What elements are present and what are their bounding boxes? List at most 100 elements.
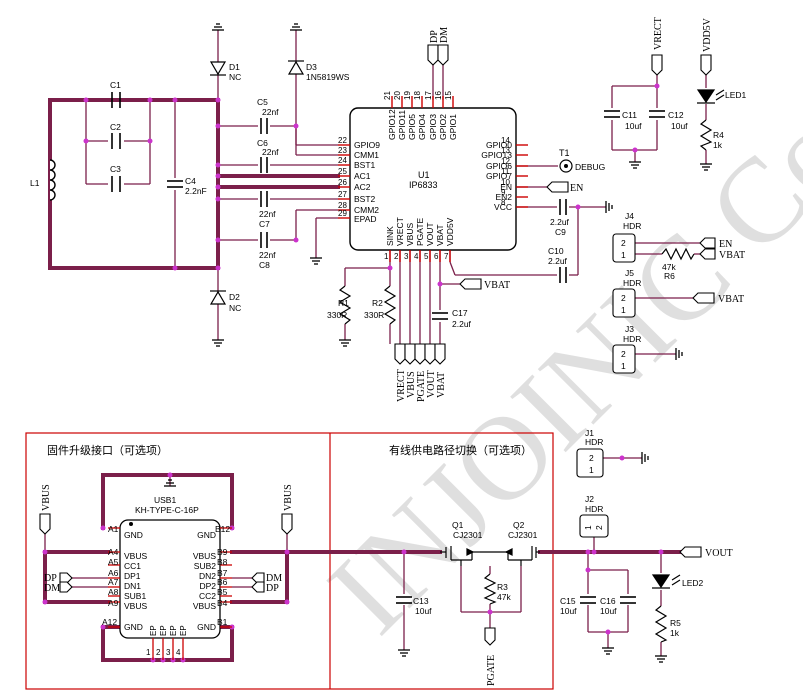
usb1-pin-a1-name: GND: [124, 530, 143, 540]
u1-pinnum-5: 5: [424, 252, 429, 261]
net-label-vout: VOUT: [705, 548, 733, 559]
usb1-pin-b1-name: GND: [197, 622, 216, 632]
label-c10-value: 2.2uf: [548, 256, 568, 266]
usb1-pin1-dot: [129, 522, 133, 526]
component-labels: C1 C2 C3 C4 2.2nF L1 D1 NC D2 NC D3 1N58…: [30, 62, 747, 638]
usb1-pin-a7-name: DN1: [124, 581, 141, 591]
label-q2-part: CJ2301: [508, 530, 538, 540]
label-c6: C6: [257, 138, 268, 148]
usb1-pin-a6-num: A6: [108, 568, 119, 578]
usb1-pin-a1-num: A1: [108, 524, 119, 534]
u1-pinnum-1: 1: [384, 252, 389, 261]
u1-pin-cmm1: CMM1: [354, 150, 379, 160]
label-c12-value: 10uf: [671, 121, 688, 131]
u1-pinnum-23: 23: [338, 146, 347, 155]
label-c9: C9: [555, 227, 566, 237]
u1-pinnum-29: 29: [338, 209, 347, 218]
usb1-pin-b8-num: B8: [217, 557, 228, 567]
u1-pinnum-18: 18: [413, 91, 422, 100]
ground-symbols: [164, 23, 712, 663]
label-led2: LED2: [682, 578, 704, 588]
label-j2-type: HDR: [585, 504, 603, 514]
usb1-pin-b7-name: DN2: [199, 571, 216, 581]
u1-pinnum-26: 26: [338, 178, 347, 187]
junctions: [42, 83, 664, 663]
label-r3-value: 47k: [497, 592, 511, 602]
usb1-pin-a6-name: DP1: [124, 571, 141, 581]
inductor-l1: [49, 159, 56, 201]
u1-pin-gpio13: GPIO13: [481, 150, 512, 160]
u1-pin-gpio11: GPIO11: [397, 110, 407, 140]
u1-left-pin-names: GPIO9 CMM1 BST1 AC1 AC2 BST2 CMM2 EPAD: [354, 140, 380, 224]
j2-pin1: 1: [583, 525, 593, 530]
j2-pin2: 2: [594, 525, 604, 530]
label-c5: C5: [257, 97, 268, 107]
u1-pinnum-6: 6: [434, 252, 439, 261]
u1-pin-cmm2: CMM2: [354, 205, 379, 215]
u1-pin-ac2: AC2: [354, 182, 371, 192]
u1-pin-gpio1: GPIO1: [448, 114, 458, 140]
net-label-en-u1: EN: [570, 183, 583, 194]
usb1-ep2-name: EP: [159, 625, 168, 636]
usb1-pin-a5-num: A5: [108, 557, 119, 567]
net-label-vbus-left: VBUS: [41, 484, 52, 511]
u1-pinnum-13: 13: [501, 146, 510, 155]
label-c7: C7: [259, 219, 270, 229]
label-r6-value: 47k: [662, 262, 676, 272]
u1-pinnum-25: 25: [338, 167, 347, 176]
label-c9-value: 2.2uf: [550, 217, 570, 227]
label-r2: R2: [372, 298, 383, 308]
label-led1: LED1: [725, 90, 747, 100]
capacitor-symbols: [111, 92, 665, 604]
label-j2: J2: [585, 494, 594, 504]
net-label-vbat-j4: VBAT: [719, 250, 745, 261]
u1-ref: U1: [418, 170, 430, 180]
u1-pin-vbus: VBUS: [405, 223, 415, 246]
u1-pin-vbat: VBAT: [435, 224, 445, 246]
usb1-pin-b8-name: SUB2: [194, 561, 216, 571]
usb1-pin-stubs: [108, 527, 232, 660]
label-j3: J3: [625, 324, 634, 334]
u1-pinnum-10: 10: [501, 178, 510, 187]
label-c10: C10: [548, 246, 564, 256]
label-c4-value: 2.2nF: [185, 186, 207, 196]
usb1-pin-a4-num: A4: [108, 547, 119, 557]
label-r4: R4: [713, 130, 724, 140]
led-symbols: [651, 89, 725, 589]
usb1-ep2-num: 2: [156, 648, 161, 657]
net-label-vrect-bottom: VRECT: [396, 369, 407, 402]
usb1-right-pins: GND VBUS SUB2 DN2 DP2 CC2 VBUS GND B12 B…: [193, 524, 231, 632]
label-c8: C8: [259, 260, 270, 270]
label-r6: R6: [664, 271, 675, 281]
label-c3: C3: [110, 164, 121, 174]
usb1-pin-b6-num: B6: [217, 577, 228, 587]
label-d3: D3: [306, 62, 317, 72]
label-c13: C13: [413, 596, 429, 606]
label-r1: R1: [338, 298, 349, 308]
usb1-pin-b12-num: B12: [215, 524, 230, 534]
label-j5: J5: [625, 268, 634, 278]
usb1-pin-a5-name: CC1: [124, 561, 141, 571]
label-r5-value: 1k: [670, 628, 680, 638]
label-c7-value: 22nf: [259, 209, 276, 219]
u1-pin-pgate: PGATE: [415, 217, 425, 246]
u1-pin-gpio5: GPIO5: [407, 114, 417, 140]
usb1-pin-b12-name: GND: [197, 530, 216, 540]
usb1-left-pins: GND VBUS CC1 DP1 DN1 SUB1 VBUS GND A1 A4…: [102, 524, 147, 632]
label-d1: D1: [229, 62, 240, 72]
u1-pin-vout: VOUT: [425, 222, 435, 246]
usb1-pin-b5-num: B5: [217, 587, 228, 597]
net-label-dp: DP: [429, 30, 440, 43]
label-d2-value: NC: [229, 303, 241, 313]
t1-label: DEBUG: [575, 162, 605, 172]
net-label-vout-bottom: VOUT: [426, 370, 437, 398]
usb1-ep3-num: 3: [166, 648, 171, 657]
label-j4-type: HDR: [623, 221, 641, 231]
u1-pinnum-20: 20: [393, 91, 402, 100]
usb1-ep1-num: 1: [146, 648, 151, 657]
u1-pin-sink: SINK: [385, 226, 395, 246]
usb1-pin-b6-name: DP2: [199, 581, 216, 591]
label-c13-value: 10uf: [415, 606, 432, 616]
u1-pinnum-22: 22: [338, 136, 347, 145]
label-c15-value: 10uf: [560, 606, 577, 616]
